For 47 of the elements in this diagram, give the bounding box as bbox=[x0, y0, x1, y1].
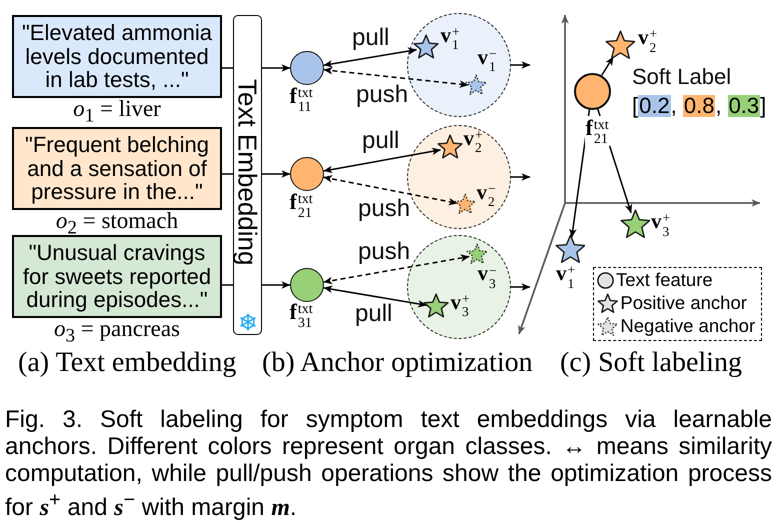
arrow bbox=[262, 170, 290, 178]
dashed-double-arrow bbox=[323, 66, 469, 88]
connector-line bbox=[222, 67, 233, 69]
arrow bbox=[262, 281, 290, 289]
soft-label-value: 0.2 bbox=[638, 95, 671, 117]
panel-caption: (c) Soft labeling bbox=[560, 347, 742, 380]
double-arrow bbox=[323, 286, 427, 308]
quote-text: "Elevated ammonia levels documented in lab tests, ..." bbox=[20, 21, 214, 92]
panel-caption: (b) Anchor optimization bbox=[262, 347, 533, 380]
quote-text: "Frequent belching and a sensation of pressure in the..." bbox=[24, 133, 210, 204]
organ-label: o$_{3}$ = pancreas bbox=[54, 316, 180, 340]
double-arrow bbox=[323, 47, 417, 68]
panel-caption: (a) Text embedding bbox=[18, 347, 236, 380]
organ-label: o$_{1}$ = liver bbox=[73, 96, 161, 120]
embedding-bar bbox=[233, 15, 262, 335]
separator: , bbox=[670, 95, 677, 117]
quote-text: "Unusual cravings for sweets reported during episodes..." bbox=[22, 241, 212, 312]
arrow bbox=[262, 64, 290, 72]
legend-label: Negative anchor bbox=[620, 317, 756, 336]
arrow bbox=[511, 173, 530, 181]
edge-label: pull bbox=[352, 25, 390, 50]
dashed-double-arrow bbox=[323, 175, 458, 206]
edge-label: push bbox=[356, 82, 408, 108]
legend-label: Positive anchor bbox=[620, 294, 747, 313]
dashed-double-arrow bbox=[323, 254, 470, 284]
edge-label: push bbox=[358, 196, 410, 222]
bracket: ] bbox=[760, 95, 766, 117]
organ-label: o$_{2}$ = stomach bbox=[56, 208, 178, 232]
soft-label-value: 0.8 bbox=[682, 95, 716, 117]
double-arrow bbox=[323, 148, 441, 174]
legend-label: Text feature bbox=[616, 271, 713, 290]
arrow bbox=[569, 109, 590, 238]
bracket: [ bbox=[632, 95, 638, 117]
soft-label-value: 0.3 bbox=[728, 95, 760, 117]
edge-label: pull bbox=[362, 128, 400, 154]
arrow bbox=[601, 56, 614, 76]
embedding-label: Text Embedding bbox=[234, 79, 260, 266]
soft-label-heading: Soft Label bbox=[632, 64, 732, 90]
connector-line bbox=[222, 284, 233, 286]
edge-label: push bbox=[358, 239, 410, 264]
edge-label: pull bbox=[355, 301, 392, 326]
figure-caption: Fig. 3. Soft labeling for symptom text embeddings via learnable anchors. Different colors represent organ classes. ↔ means similarity computation, while pull/push operations show the optimization process for s$^{+}$ and s$^{−}$ with margin m. bbox=[5, 406, 772, 522]
connector-line bbox=[222, 173, 233, 175]
arrow bbox=[511, 61, 530, 69]
arrow bbox=[511, 283, 530, 291]
separator: , bbox=[715, 95, 722, 117]
arrow bbox=[596, 108, 632, 214]
